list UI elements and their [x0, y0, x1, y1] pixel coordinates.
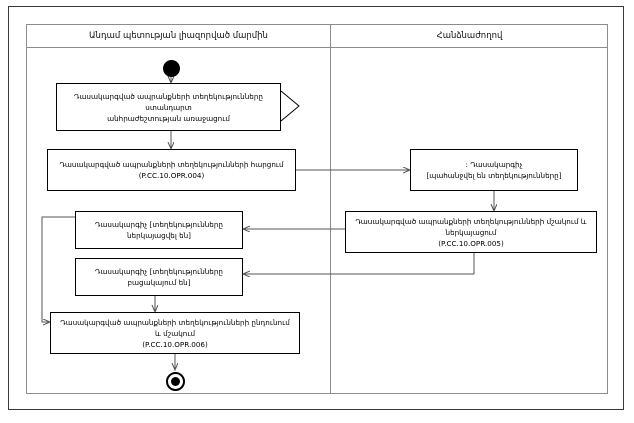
node-classifier-missing[interactable]: Դասակարգիչ [տեղեկությունները բացակայում …: [75, 258, 243, 296]
node-line-2: (P.CC.10.OPR.006): [142, 339, 208, 349]
node-line-2: բացակայում են]: [127, 278, 191, 287]
node-opr-004[interactable]: Դասակարգված ապրանքների տեղեկությունների …: [47, 149, 296, 191]
node-line-2: (P.CC.10.OPR.004): [138, 171, 205, 180]
node-opr-005[interactable]: Դասակարգված ապրանքների տեղեկությունների …: [345, 211, 597, 253]
swimlane-header-rule: [26, 47, 608, 48]
node-line-1: Դասակարգիչ [տեղեկությունները: [95, 220, 223, 229]
node-line-1: Դասակարգված ապրանքների տեղեկությունների …: [355, 216, 587, 237]
final-node: [166, 372, 185, 391]
node-line-1: Դասակարգիչ [տեղեկությունները: [95, 267, 223, 276]
swimlane-title-commission: Հանձնաժողով: [436, 31, 503, 41]
node-line-1: : Դասակարգիչ: [465, 160, 523, 169]
node-line-1: Դասակարգված ապրանքների տեղեկությունները …: [74, 91, 263, 112]
node-line-2: (P.CC.10.OPR.005): [438, 238, 504, 248]
node-line-2: անհրաժեշտության առաջացում: [107, 113, 230, 123]
node-line-1: Դասակարգված ապրանքների տեղեկությունների …: [59, 160, 284, 169]
node-line-2: [պահանջվել են տեղեկությունները]: [426, 171, 562, 180]
node-line-1: Դասակարգված ապրանքների տեղեկությունների …: [60, 317, 290, 338]
swimlane-title-member-state: Անդամ պետության լիազորված մարմին: [89, 31, 268, 41]
initial-node: [163, 60, 180, 77]
node-classifier-requested[interactable]: : Դասակարգիչ [պահանջվել են տեղեկությունն…: [410, 149, 578, 191]
node-line-2: ներկայացվել են]: [127, 231, 191, 240]
node-opr-006[interactable]: Դասակարգված ապրանքների տեղեկությունների …: [50, 312, 300, 354]
swimlane-divider: [330, 24, 331, 394]
node-request-need-arises[interactable]: Դասակարգված ապրանքների տեղեկությունները …: [56, 83, 281, 131]
node-classifier-submitted[interactable]: Դասակարգիչ [տեղեկությունները ներկայացվել…: [75, 211, 243, 249]
